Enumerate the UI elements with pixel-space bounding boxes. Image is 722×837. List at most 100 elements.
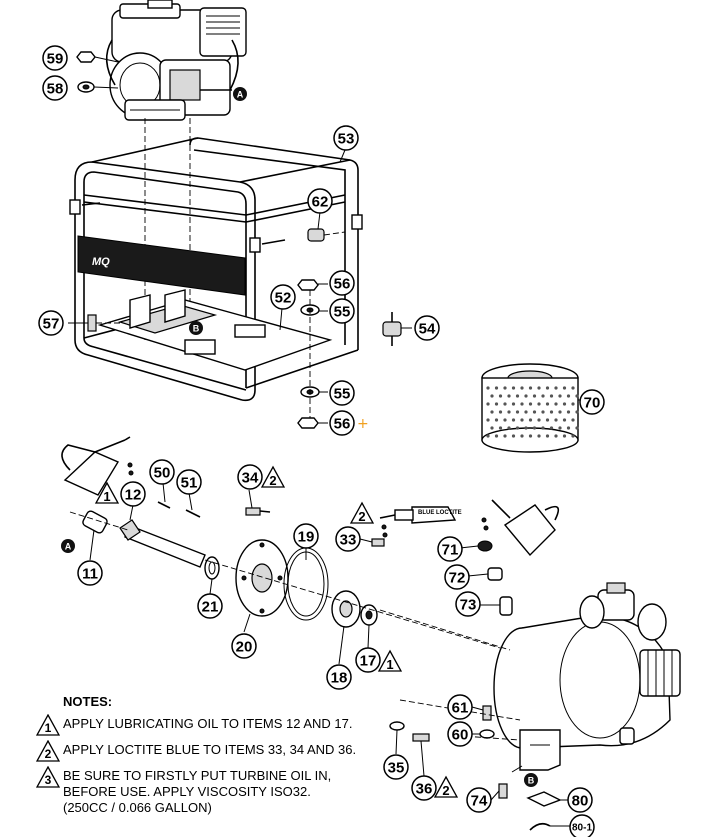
callout-c71: 71 [437, 536, 463, 562]
callout-c73: 73 [455, 591, 481, 617]
callout-c53: 53 [333, 125, 359, 151]
callout-c72: 72 [444, 564, 470, 590]
loctite-tube: BLUE LOCTITE [379, 506, 462, 538]
callout-label: 11 [82, 566, 98, 583]
oil-fill-parts [459, 540, 513, 616]
callout-c59: 59 [42, 45, 68, 71]
callout-label: 35 [388, 760, 405, 777]
callout-label: 36 [416, 781, 433, 798]
callout-c54: 54 [414, 315, 440, 341]
callout-label: 53 [338, 131, 355, 148]
callout-c55b: 55 [329, 380, 355, 406]
marker-mB1: B [189, 321, 203, 335]
note-1-text: APPLY LUBRICATING OIL TO ITEMS 12 AND 17… [63, 716, 353, 731]
callout-c61: 61 [447, 694, 473, 720]
callout-c80: 80 [567, 787, 593, 813]
callout-c36: 36 [411, 775, 437, 801]
callout-label: 58 [47, 81, 64, 98]
callout-c52: 52 [270, 284, 296, 310]
callout-c62: 62 [307, 188, 333, 214]
svg-text:A: A [237, 90, 244, 100]
callout-c51: 51 [176, 469, 202, 495]
callout-c56b: 56 [329, 410, 355, 436]
callout-label: 55 [334, 304, 351, 321]
callout-label: 71 [442, 542, 459, 559]
callout-label: 57 [43, 316, 60, 333]
callout-c34: 34 [237, 464, 263, 490]
callout-c56a: 56 [329, 270, 355, 296]
callout-label: 54 [419, 321, 436, 338]
air-filter [481, 363, 580, 453]
callout-c17: 17 [355, 647, 381, 673]
callout-label: 80 [572, 793, 589, 810]
callout-c50: 50 [149, 459, 175, 485]
callout-label: 72 [449, 570, 466, 587]
svg-text:2: 2 [442, 783, 449, 798]
callout-c801: 80-1 [569, 814, 595, 837]
callout-label: 33 [340, 532, 357, 549]
plus-mark: + [357, 416, 369, 432]
svg-text:A: A [65, 542, 72, 552]
callout-label: 73 [460, 597, 477, 614]
oil-can-left [61, 436, 134, 496]
callout-label: 80-1 [572, 823, 592, 834]
callout-label: 56 [334, 276, 351, 293]
callout-label: 51 [181, 475, 198, 492]
callout-c70: 70 [579, 389, 605, 415]
reference-markers: A B A B [61, 87, 538, 787]
callout-c19: 19 [293, 523, 319, 549]
frame-hardware [68, 51, 412, 429]
callout-label: 55 [334, 386, 351, 403]
callout-label: 19 [298, 529, 315, 546]
callout-label: 18 [331, 670, 348, 687]
callout-label: 60 [452, 727, 469, 744]
svg-text:2: 2 [358, 509, 365, 524]
note-2-triangle-icon: 2 [36, 740, 60, 762]
callout-c20: 20 [231, 633, 257, 659]
note-2-text: APPLY LOCTITE BLUE TO ITEMS 33, 34 AND 3… [63, 742, 357, 757]
note-triangle-t1: 1 [94, 481, 120, 504]
shaft-assembly [69, 501, 501, 649]
note-triangle-t17: 1 [377, 649, 403, 672]
oil-can-right [481, 499, 560, 557]
callout-label: 56 [334, 416, 351, 433]
note-1-triangle-icon: 1 [36, 714, 60, 736]
notes-title: NOTES: [63, 694, 113, 709]
svg-text:B: B [193, 324, 200, 334]
note-triangle-t36: 2 [433, 775, 459, 798]
callout-label: 70 [584, 395, 601, 412]
loctite-label: BLUE LOCTITE [418, 510, 462, 516]
callout-c18: 18 [326, 664, 352, 690]
note-triangle-t33: 2 [349, 501, 375, 524]
marker-mB2: B [524, 773, 538, 787]
callout-label: 12 [125, 487, 142, 504]
callout-c57: 57 [38, 310, 64, 336]
engine [105, 0, 247, 121]
callout-label: 21 [202, 599, 219, 616]
callout-c21: 21 [197, 593, 223, 619]
svg-text:1: 1 [103, 489, 110, 504]
svg-text:1: 1 [45, 721, 52, 735]
note-triangle-t34: 2 [260, 465, 286, 488]
callout-c33: 33 [335, 526, 361, 552]
callout-label: 20 [236, 639, 253, 656]
callout-label: 59 [47, 51, 64, 68]
marker-mA1: A [233, 87, 247, 101]
pump-housing [379, 582, 681, 831]
callout-c55a: 55 [329, 298, 355, 324]
callout-label: 61 [452, 700, 469, 717]
callout-c35: 35 [383, 754, 409, 780]
callout-label: 34 [242, 470, 259, 487]
svg-text:2: 2 [269, 473, 276, 488]
note-3-triangle-icon: 3 [36, 766, 60, 788]
callout-c58: 58 [42, 75, 68, 101]
callout-c11: 11 [77, 560, 103, 586]
svg-text:3: 3 [45, 773, 52, 787]
callout-c60: 60 [447, 721, 473, 747]
brand-label: MQ [92, 256, 110, 268]
callout-label: 74 [471, 793, 488, 810]
